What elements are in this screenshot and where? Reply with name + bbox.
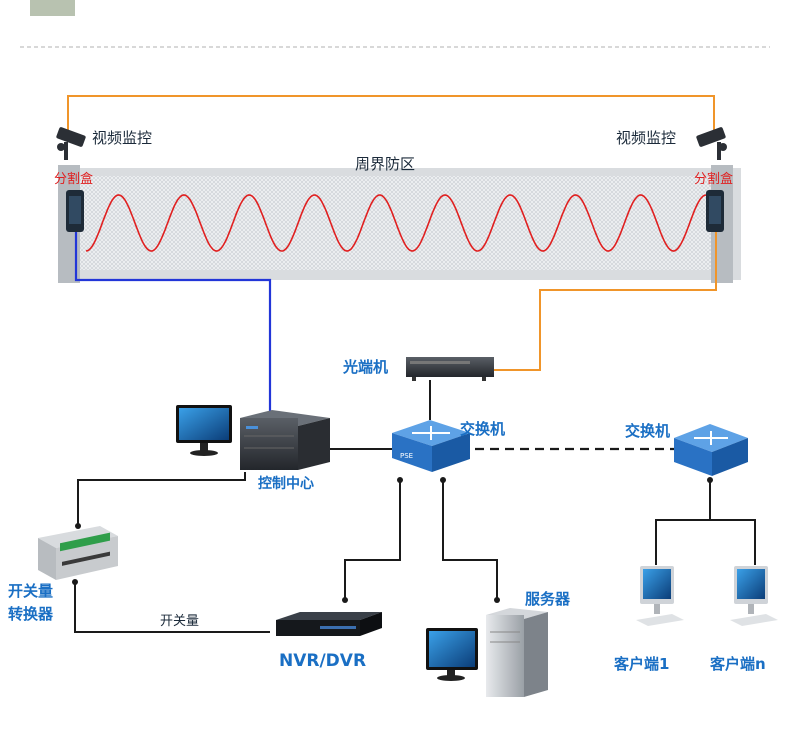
monitor-icon [426, 628, 478, 681]
connector-dot [75, 523, 81, 529]
client-pc-icon [636, 566, 684, 626]
network-switch-icon [674, 424, 748, 476]
converter-label-2: 转换器 [8, 605, 54, 623]
sense-wave [85, 194, 707, 252]
optical-transceiver-icon [406, 357, 494, 381]
switch-badge: PSE [400, 452, 413, 460]
splitter-right-label: 分割盒 [694, 171, 733, 187]
tower-server-icon [486, 608, 548, 697]
relay-module-icon [38, 526, 118, 580]
fence-mesh [74, 176, 724, 270]
client-1-label: 客户端1 [613, 655, 669, 673]
connector-dot [72, 579, 78, 585]
link-switch-server [442, 482, 498, 600]
link-control-converter [77, 472, 246, 525]
camera-icon [56, 127, 86, 160]
zone-label: 周界防区 [355, 155, 415, 173]
switch-main-label: 交换机 [460, 420, 505, 438]
nvr-label: NVR/DVR [279, 651, 366, 671]
camera-icon [696, 127, 727, 160]
link-switch-nvr [344, 482, 401, 600]
connector-dot [342, 597, 348, 603]
fiber-line-right [494, 232, 717, 371]
fiber-line-top [67, 95, 715, 140]
connector-dot [707, 477, 713, 483]
camera-right-label: 视频监控 [616, 129, 676, 147]
monitor-icon [176, 405, 232, 456]
converter-label-1: 开关量 [8, 582, 53, 600]
switch-remote-label: 交换机 [625, 422, 670, 440]
link-remote-clientn [710, 519, 756, 565]
sensor-cable [74, 232, 272, 418]
camera-left-label: 视频监控 [92, 129, 152, 147]
connector-dot [397, 477, 403, 483]
optical-label: 光端机 [342, 358, 388, 376]
connector-dot [440, 477, 446, 483]
link-converter-nvr [74, 580, 270, 633]
top-photo-strip [30, 0, 75, 16]
server-label: 服务器 [525, 590, 571, 608]
splitter-left-label: 分割盒 [54, 171, 93, 187]
switch-signal-label: 开关量 [160, 614, 199, 629]
splitter-box-icon [66, 190, 84, 232]
network-switch-icon: PSE [392, 420, 470, 472]
link-remote-client1 [655, 478, 711, 565]
nvr-recorder-icon [276, 612, 382, 636]
client-pc-icon [730, 566, 778, 626]
control-center-label: 控制中心 [258, 475, 314, 492]
server-rack-icon [240, 410, 330, 470]
client-n-label: 客户端n [709, 655, 766, 673]
connector-dot [494, 597, 500, 603]
splitter-box-icon [706, 190, 724, 232]
